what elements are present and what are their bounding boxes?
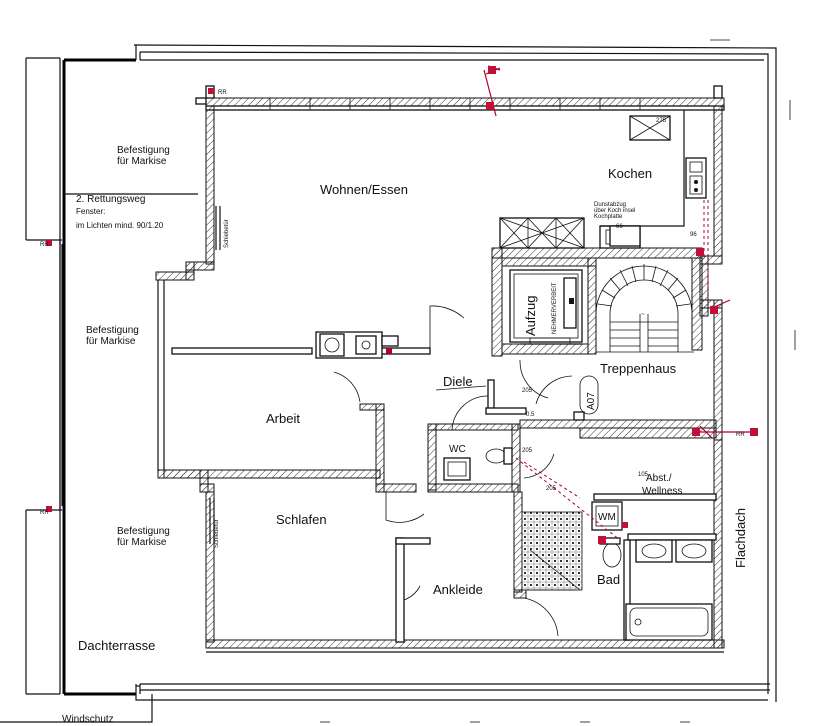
bath-fixtures (443, 447, 713, 641)
note-kitchen-1: Dunstabzug (594, 202, 626, 208)
label-aufzug-tech: NEHMERVERBEIT (552, 282, 558, 334)
svg-text:66: 66 (616, 224, 623, 230)
room-label-wohnen: Wohnen/Essen (320, 182, 408, 197)
sliding-doors (209, 206, 221, 544)
room-label-wc: WC (449, 444, 466, 455)
svg-text:0.5: 0.5 (526, 412, 535, 418)
svg-text:105: 105 (638, 472, 649, 478)
room-label-schlafen: Schlafen (276, 512, 327, 527)
fireplace (315, 331, 399, 359)
rr-label-4: RR (736, 432, 745, 438)
room-label-bad: Bad (597, 572, 620, 587)
room-label-flachdach: Flachdach (733, 508, 748, 568)
note-schiebetuer-top: Schiebetür (224, 219, 230, 248)
interior-walls (163, 225, 717, 643)
room-label-ankleide: Ankleide (433, 582, 483, 597)
doors (333, 305, 576, 637)
rr-label-2: RR (40, 242, 49, 248)
top-windows (269, 98, 641, 110)
note-markise-bot-2: für Markise (117, 537, 167, 548)
kitchen: 275 (499, 110, 707, 249)
svg-text:~: ~ (641, 312, 645, 318)
labels: Wohnen/Essen Kochen Arbeit Diele Schlafe… (40, 90, 748, 725)
roof-edge (0, 39, 796, 723)
note-fenster-mass: im Lichten mind. 90/1.20 (76, 221, 164, 230)
note-markise-mid-2: für Markise (86, 336, 136, 347)
room-label-wm: WM (598, 512, 616, 523)
room-label-kochen: Kochen (608, 166, 652, 181)
service-lines (46, 65, 758, 544)
label-a07: A07 (586, 392, 597, 410)
room-label-aufzug: Aufzug (523, 296, 538, 336)
note-windschutz: Windschutz (62, 714, 114, 725)
rr-label-3: RR (40, 510, 49, 516)
room-label-abst: Abst./ (646, 473, 672, 484)
room-label-treppenhaus: Treppenhaus (600, 361, 677, 376)
note-rettungsweg: 2. Rettungsweg (76, 194, 146, 205)
svg-text:205: 205 (522, 448, 533, 454)
note-markise-bot-1: Befestigung (117, 526, 170, 537)
note-fenster: Fenster: (76, 207, 105, 216)
note-kitchen-2: über Koch insel (594, 208, 635, 214)
note-markise-top-1: Befestigung (117, 145, 170, 156)
room-label-diele: Diele (443, 374, 473, 389)
svg-text:275: 275 (656, 118, 667, 124)
room-label-dachterrasse: Dachterrasse (78, 638, 155, 653)
room-label-arbeit: Arbeit (266, 411, 300, 426)
note-markise-top-2: für Markise (117, 156, 167, 167)
note-schiebetuer-bottom: Schiebetür (214, 519, 220, 548)
room-label-wellness: Wellness (642, 486, 682, 497)
rr-label-1: RR (218, 90, 227, 96)
dimension-notes: 205 0.5 205 205 96 66 105 (522, 224, 697, 492)
svg-text:205: 205 (522, 388, 533, 394)
core: ~ (491, 247, 703, 415)
svg-text:96: 96 (690, 232, 697, 238)
svg-text:205: 205 (546, 486, 557, 492)
note-kitchen-3: Kochplatte (594, 214, 623, 220)
note-markise-mid-1: Befestigung (86, 325, 139, 336)
